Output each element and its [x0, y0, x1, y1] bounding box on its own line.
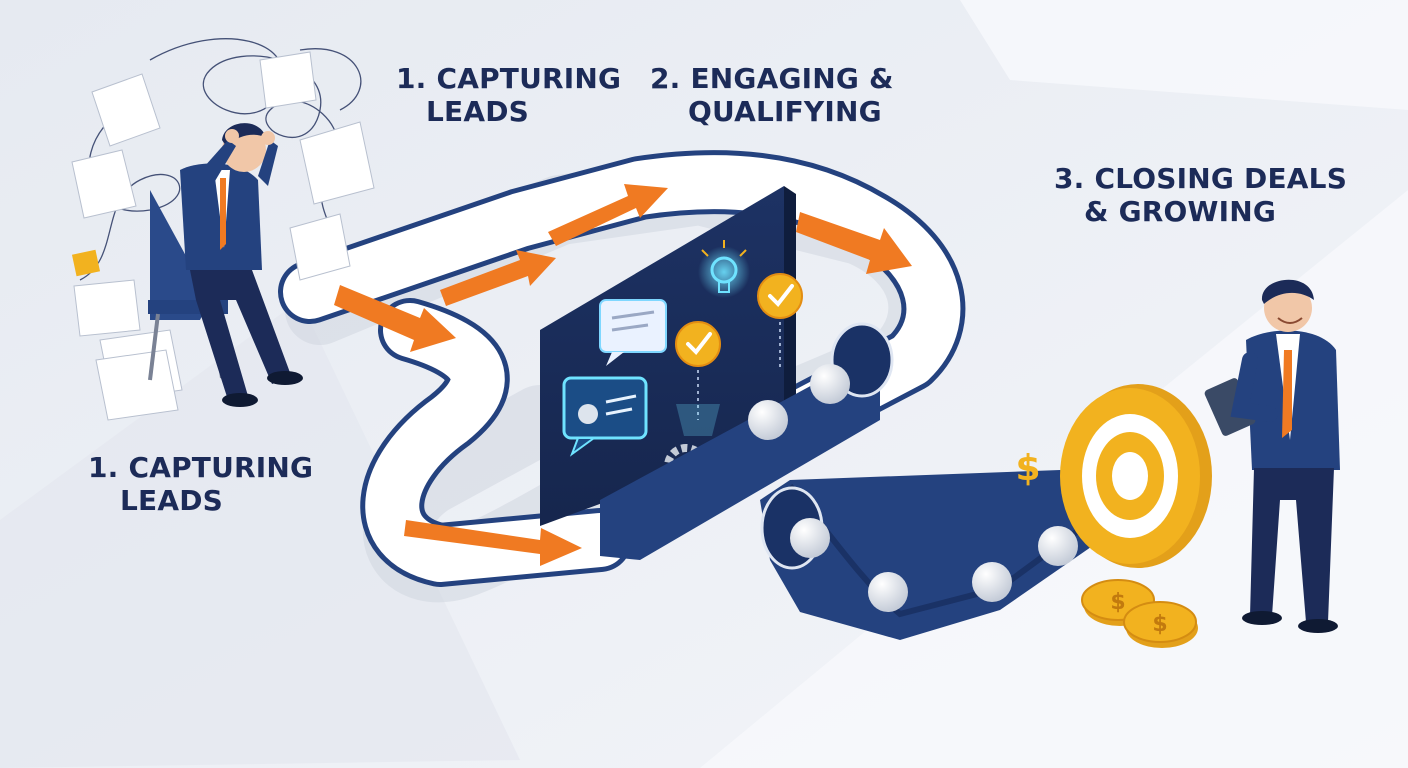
lead-ball [790, 518, 830, 558]
lead-ball [748, 400, 788, 440]
coin-symbol: $ [1110, 590, 1125, 615]
stage-label-line: 1. CAPTURING [396, 62, 621, 95]
stage-label-line: 1. CAPTURING [88, 451, 313, 484]
stage-label-line: 3. CLOSING DEALS [1054, 162, 1347, 195]
target-icon [1060, 384, 1212, 568]
stage-label-capturing-leads-repeat: 1. CAPTURING LEADS [88, 451, 313, 517]
paper-document-icon [96, 350, 178, 420]
stage-label-line: 2. ENGAGING & [650, 62, 894, 95]
lead-ball [972, 562, 1012, 602]
lead-ball [868, 572, 908, 612]
stage-label-line: & GROWING [1054, 195, 1347, 228]
stage-label-closing-deals: 3. CLOSING DEALS & GROWING [1054, 162, 1347, 228]
paper-document-icon [74, 280, 140, 336]
stage-label-capturing-leads: 1. CAPTURING LEADS [396, 62, 621, 128]
lead-ball [1038, 526, 1078, 566]
paper-document-icon [260, 52, 316, 108]
dollar-icon: $ [1015, 448, 1040, 489]
coin-symbol: $ [1152, 612, 1167, 637]
lead-ball [810, 364, 850, 404]
stage-label-engaging-qualifying: 2. ENGAGING & QUALIFYING [650, 62, 894, 128]
stage-label-line: QUALIFYING [650, 95, 894, 128]
stage-label-line: LEADS [396, 95, 621, 128]
stage-label-line: LEADS [88, 484, 313, 517]
